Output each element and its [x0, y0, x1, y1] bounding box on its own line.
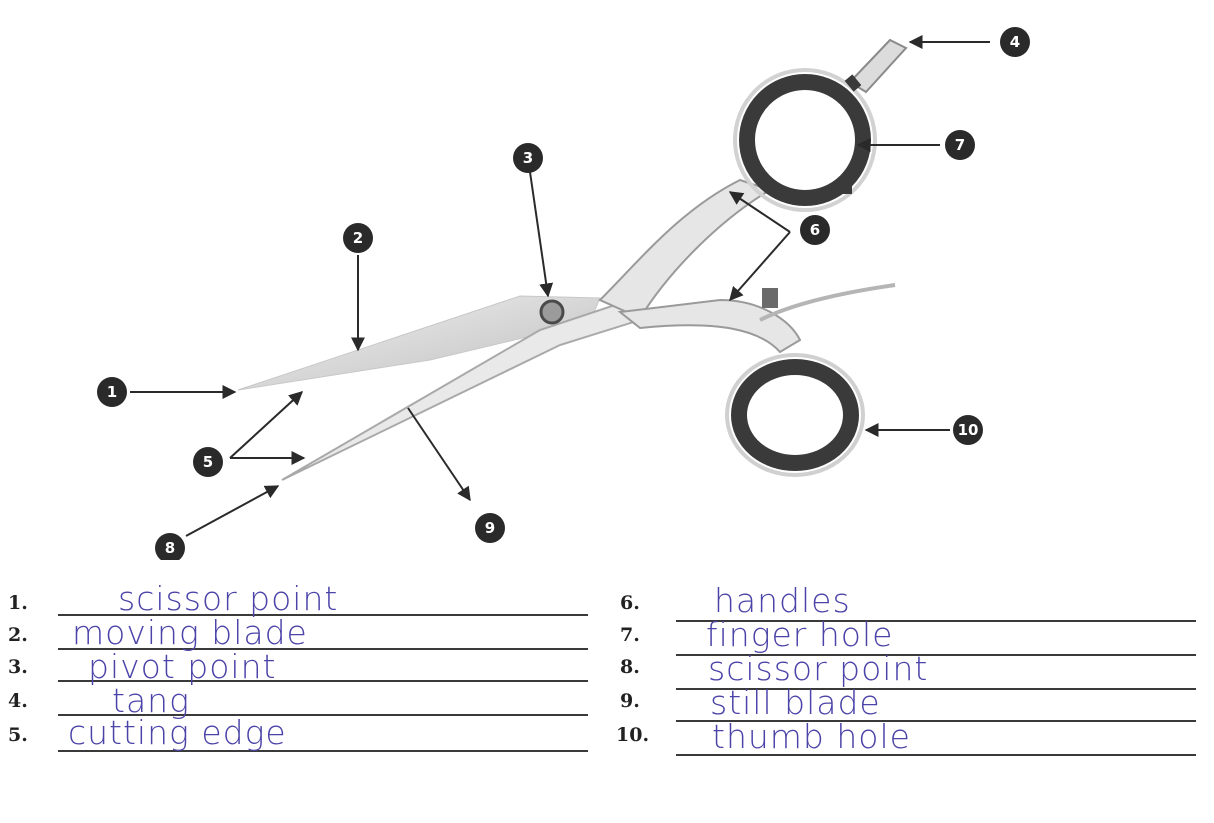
svg-text:2: 2: [353, 229, 363, 247]
svg-text:9: 9: [485, 519, 495, 537]
arrow-3: [529, 171, 554, 298]
answer-number: 5.: [8, 724, 28, 746]
leader-arrows: [130, 35, 990, 537]
callout-10: 10: [953, 415, 983, 445]
svg-text:6: 6: [810, 221, 820, 239]
answer-line: [58, 714, 588, 716]
finger-rest-shape: [759, 283, 896, 322]
callout-8: 8: [155, 533, 185, 560]
answer-number: 6.: [620, 592, 640, 614]
callout-3: 3: [513, 143, 543, 173]
lower-shank-shape: [617, 298, 802, 354]
answer-line: [58, 750, 588, 752]
svg-text:1: 1: [107, 383, 117, 401]
answer-text: finger hole: [706, 615, 894, 654]
svg-text:5: 5: [203, 453, 213, 471]
callout-7: 7: [945, 130, 975, 160]
answer-text: cutting edge: [68, 713, 287, 752]
scissors-illustration: [237, 38, 908, 481]
callout-5: 5: [193, 447, 223, 477]
scissors-diagram: 1 2 3 4 5 6 7 8 9 10: [97, 27, 1030, 560]
callout-1: 1: [97, 377, 127, 407]
answer-line: [58, 680, 588, 682]
answer-text: still blade: [710, 683, 881, 722]
answer-text: tang: [112, 681, 190, 720]
thumb-ring-shape: [731, 359, 859, 471]
answer-line: [58, 614, 588, 616]
answer-number: 3.: [8, 656, 28, 678]
answer-text: thumb hole: [712, 717, 911, 756]
answer-text: moving blade: [72, 613, 308, 652]
svg-text:4: 4: [1010, 33, 1020, 51]
answer-number: 8.: [620, 656, 640, 678]
answer-line: [58, 648, 588, 650]
answer-line: [676, 620, 1196, 622]
answer-number: 10.: [616, 724, 650, 746]
callout-2: 2: [343, 223, 373, 253]
arrow-9: [407, 407, 471, 502]
moving-blade-shape: [237, 295, 601, 391]
callouts: 1 2 3 4 5 6 7 8 9 10: [97, 27, 1030, 560]
tang-shape: [848, 38, 908, 94]
answer-text: scissor point: [708, 649, 929, 688]
answer-line: [676, 688, 1196, 690]
arrow-6a: [728, 191, 791, 233]
arrow-8: [185, 485, 280, 537]
svg-text:10: 10: [958, 421, 979, 439]
callout-6: 6: [800, 215, 830, 245]
callout-9: 9: [475, 513, 505, 543]
answer-line: [676, 754, 1196, 756]
answer-text: scissor point: [118, 579, 339, 618]
svg-text:7: 7: [955, 136, 965, 154]
svg-text:8: 8: [165, 539, 175, 557]
answer-number: 1.: [8, 592, 28, 614]
answer-line: [676, 720, 1196, 722]
answer-number: 2.: [8, 624, 28, 646]
arrow-5a: [229, 391, 304, 459]
arrow-6b: [729, 231, 791, 302]
answer-text: handles: [714, 581, 851, 620]
answer-text: pivot point: [88, 647, 277, 686]
answer-number: 4.: [8, 690, 28, 712]
pivot-screw-shape: [539, 299, 565, 325]
callout-4: 4: [1000, 27, 1030, 57]
svg-text:3: 3: [523, 149, 533, 167]
answer-number: 9.: [620, 690, 640, 712]
answer-line: [676, 654, 1196, 656]
answer-number: 7.: [620, 624, 640, 646]
